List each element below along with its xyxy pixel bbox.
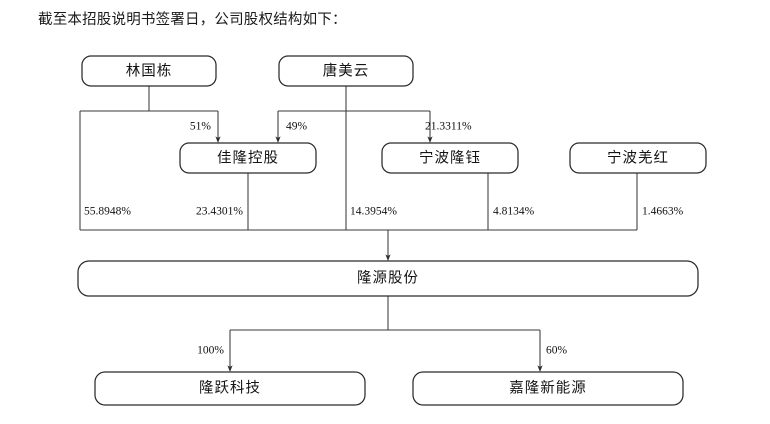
node-label-tang-meiyun: 唐美云 <box>323 62 370 79</box>
node-box-ningbo-qianghong[interactable] <box>569 142 707 174</box>
node-label-longyue-tech: 隆跃科技 <box>199 379 261 396</box>
edge-label-longyu-to-longyuan: 4.8134% <box>493 206 535 218</box>
node-label-jialong-holding: 佳隆控股 <box>217 149 279 166</box>
node-jialong-new-energy[interactable]: 嘉隆新能源 <box>412 371 684 406</box>
node-box-lin-guodong[interactable] <box>81 55 217 87</box>
node-label-lin-guodong: 林国栋 <box>126 61 173 79</box>
edge-label-qianghong-to-longyuan: 1.4663% <box>642 206 684 218</box>
edge-label-tang-to-jialong: 49% <box>286 121 308 133</box>
node-box-longyue-tech[interactable] <box>94 371 366 406</box>
node-label-ningbo-qianghong: 宁波羌红 <box>607 149 669 166</box>
node-jialong-holding[interactable]: 佳隆控股 <box>179 142 317 174</box>
node-longyue-tech[interactable]: 隆跃科技 <box>94 371 366 406</box>
node-lin-guodong[interactable]: 林国栋 <box>81 55 217 87</box>
node-box-jialong-holding[interactable] <box>179 142 317 174</box>
node-box-jialong-new-energy[interactable] <box>412 371 684 406</box>
node-tang-meiyun[interactable]: 唐美云 <box>278 55 414 87</box>
node-box-longyuan-shares[interactable] <box>77 260 699 297</box>
connector-layer <box>79 86 638 373</box>
edge-label-lin-to-longyuan: 55.8948% <box>84 206 131 218</box>
edge-label-lin-to-jialong: 51% <box>190 121 212 133</box>
edge-label-jialong-to-longyuan: 23.4301% <box>196 206 243 218</box>
node-label-longyuan-shares: 隆源股份 <box>357 269 419 286</box>
page-title: 截至本招股说明书签署日，公司股权结构如下： <box>38 12 347 28</box>
node-ningbo-qianghong[interactable]: 宁波羌红 <box>569 142 707 174</box>
node-box-tang-meiyun[interactable] <box>278 55 414 87</box>
node-box-ningbo-longyu[interactable] <box>381 142 519 174</box>
node-label-jialong-new-energy: 嘉隆新能源 <box>509 379 587 396</box>
node-longyuan-shares[interactable]: 隆源股份 <box>77 260 699 297</box>
edge-label-tang-to-longyuan: 14.3954% <box>350 206 397 218</box>
node-label-ningbo-longyu: 宁波隆钰 <box>419 149 481 166</box>
edge-label-longyuan-to-jialong-energy: 60% <box>546 345 568 357</box>
edge-label-tang-to-longyu: 21.3311% <box>425 121 472 133</box>
node-ningbo-longyu[interactable]: 宁波隆钰 <box>381 142 519 174</box>
edge-label-longyuan-to-longyue: 100% <box>197 345 224 357</box>
node-layer: 林国栋 唐美云 佳隆控股 宁波隆钰 宁波羌红 隆源股份 <box>77 55 707 406</box>
edge-label-layer: 51% 49% 21.3311% 55.8948% 23.4301% 14.39… <box>84 121 684 357</box>
